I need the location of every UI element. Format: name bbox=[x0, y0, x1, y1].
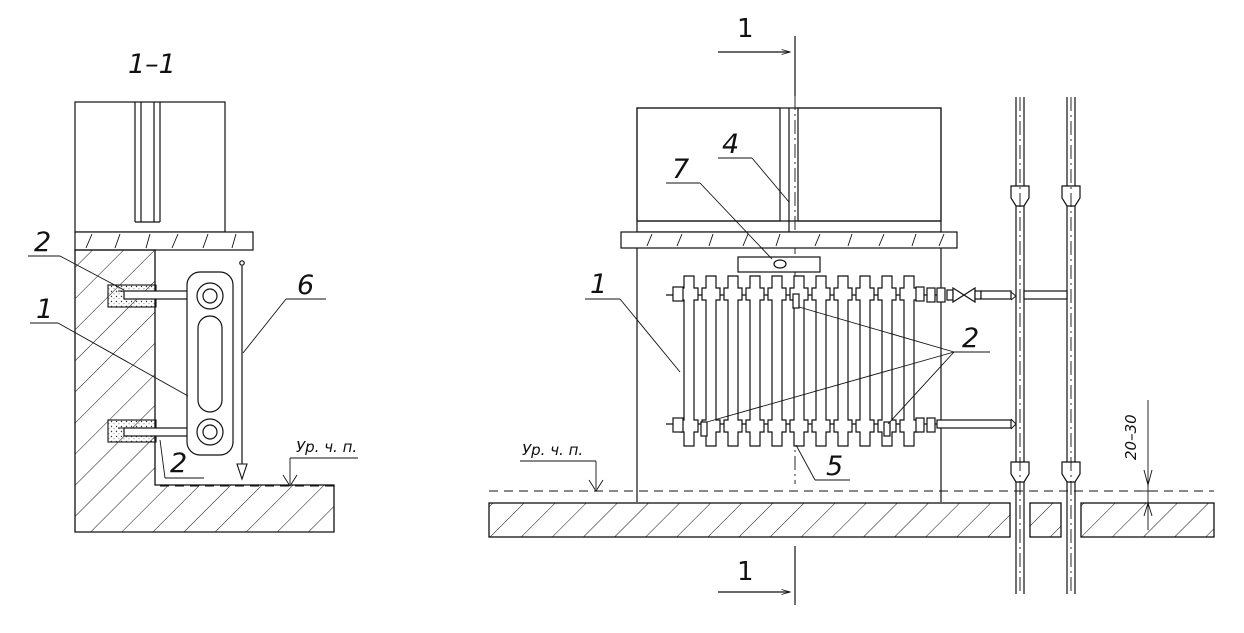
front-callout-5: 5 bbox=[826, 451, 843, 482]
radiator-brackets bbox=[700, 293, 891, 437]
riser-left bbox=[1010, 97, 1030, 594]
spirit-level bbox=[737, 256, 821, 273]
section-window bbox=[74, 101, 226, 233]
section-floor-level-label: Ур. ч. п. bbox=[296, 438, 357, 456]
front-callout-1: 1 bbox=[590, 269, 607, 300]
front-floor-level-mark: Ур. ч. п. bbox=[520, 441, 604, 492]
front-view: 1 1 bbox=[488, 14, 1215, 605]
section-radiator bbox=[186, 271, 234, 456]
bottom-connection bbox=[926, 417, 1012, 433]
section-bracket-bottom bbox=[107, 419, 203, 443]
cut-label-top: 1 bbox=[737, 14, 754, 44]
floor-slab-right bbox=[1080, 502, 1215, 538]
callout-6: 6 bbox=[297, 270, 314, 301]
section-plumb-line bbox=[236, 260, 248, 481]
front-callout-2: 2 bbox=[962, 323, 979, 354]
top-connection bbox=[926, 286, 1012, 304]
callout-2-top: 2 bbox=[34, 227, 51, 258]
floor-slab-mid bbox=[1029, 502, 1062, 538]
front-callout-4: 4 bbox=[722, 129, 739, 160]
dimension-20-30: 20–30 bbox=[1122, 400, 1156, 530]
callout-1: 1 bbox=[36, 294, 53, 325]
section-bracket-top bbox=[107, 284, 203, 308]
callout-2-bottom: 2 bbox=[170, 448, 187, 479]
dimension-label: 20–30 bbox=[1122, 414, 1140, 460]
section-floor-level-mark: Ур. ч. п. bbox=[282, 438, 358, 487]
section-window-sill bbox=[74, 231, 254, 251]
front-callout-7: 7 bbox=[672, 154, 689, 185]
radiator-front bbox=[666, 275, 938, 447]
riser-right bbox=[1023, 97, 1081, 594]
section-view: 1–1 bbox=[28, 49, 358, 533]
section-title: 1–1 bbox=[128, 49, 176, 80]
section-wall-and-floor bbox=[74, 249, 335, 533]
front-floor-level-label: Ур. ч. п. bbox=[522, 441, 583, 459]
floor-slab-main bbox=[488, 502, 1011, 538]
front-window-sill bbox=[620, 231, 958, 249]
cut-label-bottom: 1 bbox=[737, 557, 754, 587]
